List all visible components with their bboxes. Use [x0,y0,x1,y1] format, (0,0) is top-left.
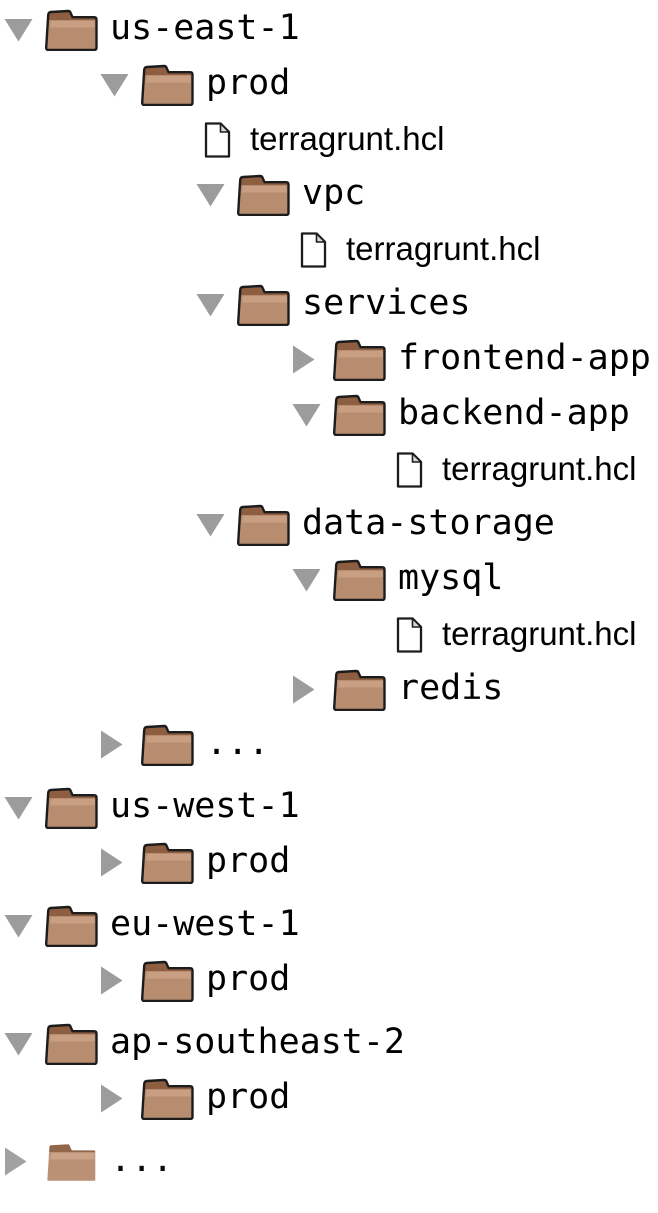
folder-name-label: us-east-1 [110,8,300,48]
triangle-down-icon[interactable] [196,293,232,317]
tree-row[interactable]: terragrunt.hcl [0,607,658,662]
file-icon [204,121,231,158]
folder-icon [136,1078,194,1120]
file-icon [300,231,327,268]
tree-row[interactable]: eu-west-1 [0,898,658,953]
tree-row[interactable]: us-east-1 [0,2,658,57]
folder-icon [136,724,194,766]
folder-icon [136,64,194,106]
triangle-down-icon[interactable] [4,796,40,820]
tree-row[interactable]: terragrunt.hcl [0,222,658,277]
folder-icon [40,1023,98,1065]
tree-row[interactable]: us-west-1 [0,780,658,835]
tree-row[interactable]: prod [0,835,658,890]
folder-icon [40,787,98,829]
file-name-label: terragrunt.hcl [442,615,637,652]
triangle-right-icon[interactable] [292,675,328,704]
triangle-right-icon[interactable] [100,966,136,995]
tree-row[interactable]: services [0,277,658,332]
folder-icon [232,504,290,546]
folder-icon [328,669,386,711]
folder-name-label: prod [206,63,291,103]
file-name-label: terragrunt.hcl [346,230,541,267]
folder-name-label: prod [206,1077,291,1117]
triangle-down-icon[interactable] [292,568,328,592]
triangle-down-icon[interactable] [4,914,40,938]
triangle-down-icon[interactable] [196,513,232,537]
file-name-label: terragrunt.hcl [442,450,637,487]
folder-icon [232,174,290,216]
folder-name-label: data-storage [302,503,555,543]
tree-row[interactable]: prod [0,1071,658,1126]
triangle-down-icon[interactable] [292,403,328,427]
tree-row[interactable]: vpc [0,167,658,222]
tree-row[interactable]: redis [0,662,658,717]
folder-icon [136,960,194,1002]
folder-icon [328,339,386,381]
folder-name-label: frontend-app [398,338,651,378]
folder-icon [136,842,194,884]
folder-name-label: services [302,283,471,323]
folder-name-label: mysql [398,558,504,598]
tree-row[interactable]: prod [0,953,658,1008]
file-icon [396,451,423,488]
folder-name-label: ap-southeast-2 [110,1022,406,1062]
tree-row[interactable]: terragrunt.hcl [0,442,658,497]
tree-row[interactable]: ... [0,717,658,772]
tree-row[interactable]: frontend-app [0,332,658,387]
folder-name-label: prod [206,959,291,999]
triangle-right-icon[interactable] [4,1147,40,1176]
folder-icon [40,905,98,947]
folder-name-label: eu-west-1 [110,904,300,944]
triangle-right-icon[interactable] [100,1084,136,1113]
folder-name-label: backend-app [398,393,630,433]
tree-row[interactable]: terragrunt.hcl [0,112,658,167]
tree-row[interactable]: prod [0,57,658,112]
triangle-down-icon[interactable] [196,183,232,207]
folder-icon [328,394,386,436]
file-icon [396,616,423,653]
tree-row[interactable]: backend-app [0,387,658,442]
triangle-down-icon[interactable] [4,1032,40,1056]
folder-name-label: redis [398,668,504,708]
folder-name-label: ... [206,723,270,763]
tree-row[interactable]: ... [0,1134,658,1189]
tree-row[interactable]: ap-southeast-2 [0,1016,658,1071]
file-name-label: terragrunt.hcl [250,120,445,157]
folder-name-label: prod [206,841,291,881]
triangle-right-icon[interactable] [292,345,328,374]
triangle-down-icon[interactable] [4,18,40,42]
triangle-down-icon[interactable] [100,73,136,97]
folder-name-label: us-west-1 [110,786,300,826]
folder-name-label: vpc [302,173,366,213]
folder-icon [40,9,98,51]
triangle-right-icon[interactable] [100,848,136,877]
tree-row[interactable]: data-storage [0,497,658,552]
folder-icon [40,1141,98,1183]
folder-icon [232,284,290,326]
triangle-right-icon[interactable] [100,730,136,759]
tree-row[interactable]: mysql [0,552,658,607]
folder-icon [328,559,386,601]
folder-name-label: ... [110,1140,174,1180]
